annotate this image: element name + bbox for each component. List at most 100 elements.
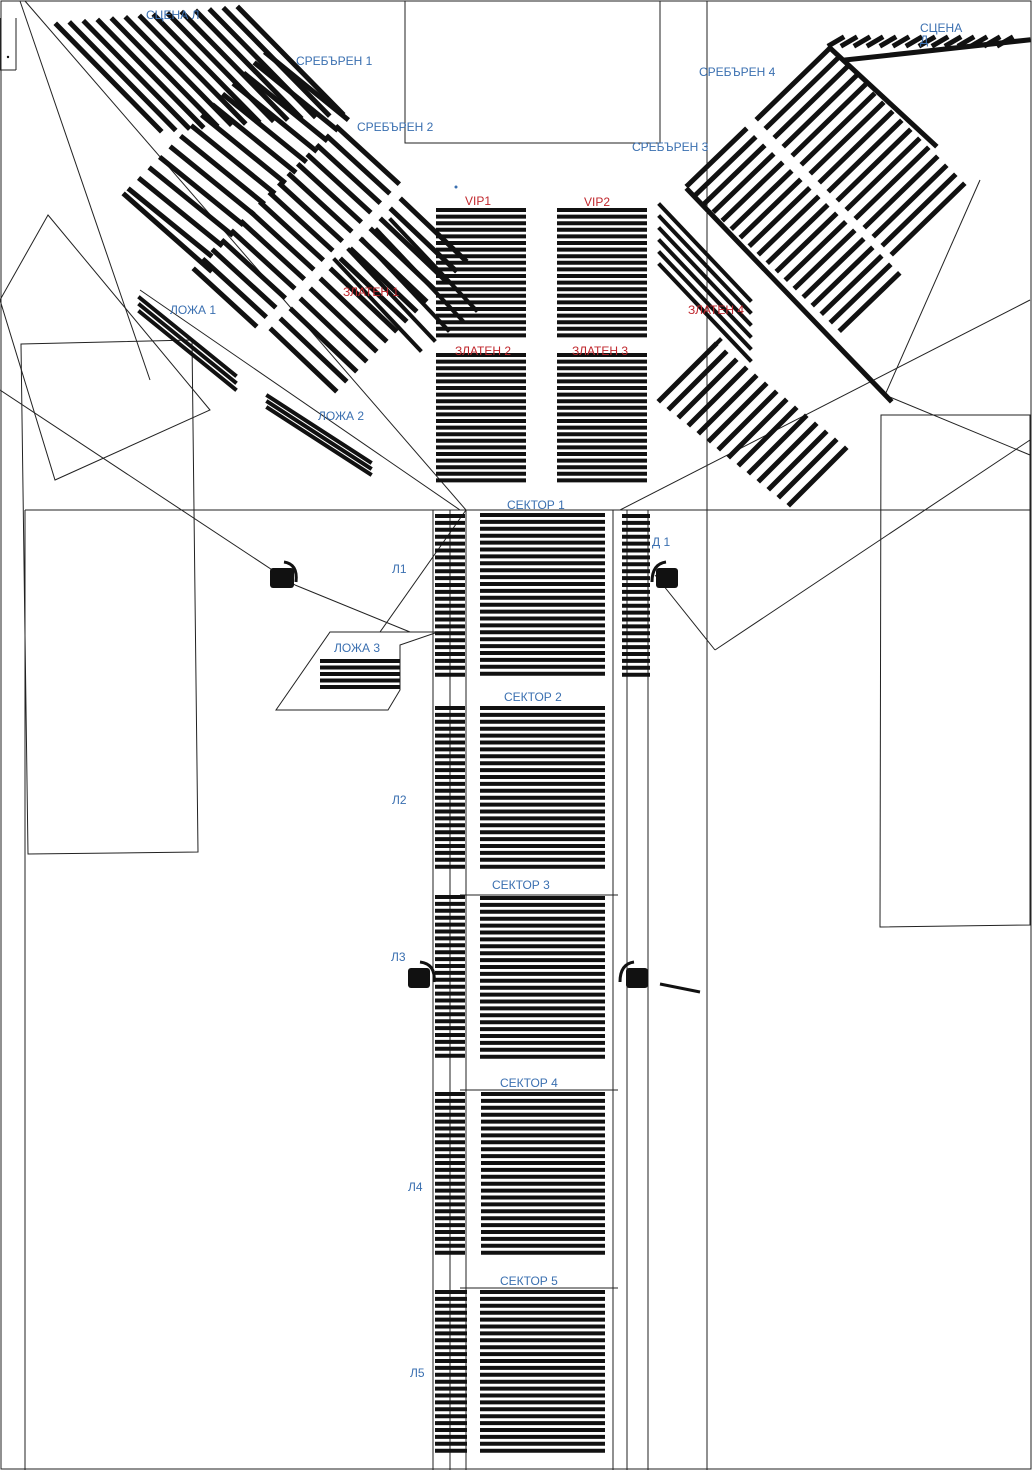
silver-1-seat-row	[136, 175, 225, 249]
stage-left-seat-row	[53, 21, 164, 134]
gold-1-seat-row	[378, 216, 449, 284]
gold-4-seat-row	[657, 250, 753, 351]
box-2-seat-row	[265, 393, 373, 465]
stage-right-seat-row	[930, 34, 950, 49]
silver-3-seat-row	[729, 168, 794, 232]
silver-2-seat-row	[324, 133, 392, 196]
silver-4-seat-row	[790, 82, 868, 158]
vip-2-label[interactable]: VIP2	[584, 195, 611, 209]
gold-4-seat-row	[686, 365, 749, 428]
vip-1-label[interactable]: VIP1	[465, 194, 492, 208]
silver-2-label[interactable]: СРЕБЪРЕН 2	[357, 120, 434, 134]
silver-1-seat-row	[168, 144, 256, 217]
silver-4-seat-row	[799, 91, 877, 167]
silver-4-seat-row	[772, 64, 850, 140]
gold-4-seat-row	[676, 357, 739, 420]
left-4-label[interactable]: Л4	[408, 1180, 423, 1194]
silver-4-seat-row	[862, 154, 940, 230]
silver-3-seat-row	[792, 228, 857, 291]
silver-4-seat-row	[880, 172, 958, 248]
sector-5-label[interactable]: СЕКТОР 5	[500, 1274, 558, 1288]
stage-left-label[interactable]: СЦЕНА Л	[146, 8, 200, 22]
gold-1-seat-row	[338, 256, 409, 324]
silver-1-seat-row	[210, 102, 298, 175]
silver-2-seat-row	[267, 190, 335, 253]
silver-4-seat-row	[844, 136, 922, 212]
stage-left-seat-row	[179, 9, 290, 122]
stage-left-seat-row	[151, 12, 262, 125]
silver-3-seat-row	[756, 194, 821, 257]
gold-4-seat-row	[696, 373, 759, 436]
silver-3-seat-row	[765, 202, 830, 266]
stage-right-seat-row	[865, 34, 885, 49]
box-2-label[interactable]: ЛОЖА 2	[318, 409, 365, 423]
gold-3-label[interactable]: ЗЛАТЕН 3	[572, 344, 629, 358]
box-1-seat-row	[137, 295, 238, 378]
gold-4-seat-row	[656, 341, 719, 404]
box-2-seat-row	[265, 405, 373, 477]
silver-2-seat-row	[314, 142, 383, 206]
silver-1-seat-row	[147, 165, 235, 238]
left-1-label[interactable]: Л1	[392, 562, 407, 576]
silver-3-seat-row	[783, 219, 848, 283]
sector-3-label[interactable]: СЕКТОР 3	[492, 878, 550, 892]
gold-4-seat-row	[746, 413, 809, 476]
stage-right-seat-row	[826, 34, 846, 49]
camera-icon	[408, 960, 436, 988]
silver-3-seat-row	[828, 262, 893, 325]
silver-4-label[interactable]: СРЕБЪРЕН 4	[699, 65, 776, 79]
gold-4-seat-row	[706, 381, 769, 444]
silver-4-seat-row	[808, 100, 886, 176]
gold-1-seat-row	[298, 296, 369, 364]
silver-2-seat-row	[200, 256, 269, 320]
silver-3-seat-row	[774, 211, 839, 274]
stage-right-seat-row	[839, 34, 859, 49]
left-5-label[interactable]: Л5	[410, 1366, 425, 1380]
silver-1-seat-row	[121, 191, 214, 274]
silver-1-label[interactable]: СРЕБЪРЕН 1	[296, 54, 373, 68]
sector-4-label[interactable]: СЕКТОР 4	[500, 1076, 558, 1090]
silver-2-seat-row	[295, 161, 364, 225]
gold-2-label[interactable]: ЗЛАТЕН 2	[455, 344, 512, 358]
stage-right-seat-row	[943, 34, 963, 49]
stage-left-seat-row	[235, 4, 346, 117]
silver-3-seat-row	[684, 186, 894, 404]
silver-3-label[interactable]: СРЕБЪРЕН 3	[632, 140, 709, 154]
marker-dash	[659, 982, 701, 994]
gold-1-seat-row	[328, 266, 399, 334]
gold-1-seat-row	[360, 237, 451, 333]
gold-4-seat-row	[657, 214, 753, 315]
silver-3-seat-row	[693, 134, 758, 198]
silver-2-seat-row	[286, 171, 354, 234]
silver-3-seat-row	[684, 126, 749, 189]
silver-4-seat-row	[826, 118, 904, 194]
silver-4-seat-row	[754, 46, 832, 122]
silver-2-seat-row	[229, 228, 297, 291]
box-1-label[interactable]: ЛОЖА 1	[170, 303, 217, 317]
silver-1-seat-row	[157, 154, 246, 228]
silver-1-seat-row	[178, 133, 267, 207]
sector-2-label[interactable]: СЕКТОР 2	[504, 690, 562, 704]
silver-1-seat-row	[189, 123, 277, 196]
gold-1-seat-row	[332, 257, 423, 353]
gold-4-label[interactable]: ЗЛАТЕН 4	[688, 303, 745, 317]
left-3-label[interactable]: Л3	[391, 950, 406, 964]
box-3-label[interactable]: ЛОЖА 3	[334, 641, 381, 655]
right-1-label[interactable]: Д 1	[652, 535, 671, 549]
gold-4-seat-row	[766, 429, 829, 492]
sector-1-label[interactable]: СЕКТОР 1	[507, 498, 565, 512]
seat-rows	[53, 4, 1031, 1453]
gold-1-label[interactable]: ЗЛАТЕН 1	[343, 285, 400, 299]
silver-2-seat-row	[238, 218, 307, 282]
stage-right-label[interactable]: СЦЕНА Д	[920, 21, 963, 47]
silver-2-seat-row	[276, 180, 345, 244]
gold-1-seat-row	[318, 276, 389, 344]
silver-1-seat-row	[231, 81, 319, 154]
silver-3-seat-row	[819, 253, 884, 317]
gold-4-seat-row	[657, 262, 753, 363]
silver-3-seat-row	[702, 143, 767, 206]
stage-right-seat-row	[956, 34, 976, 49]
gold-4-seat-row	[657, 202, 753, 303]
stage-left-seat-row	[109, 16, 220, 129]
left-2-label[interactable]: Л2	[392, 793, 407, 807]
